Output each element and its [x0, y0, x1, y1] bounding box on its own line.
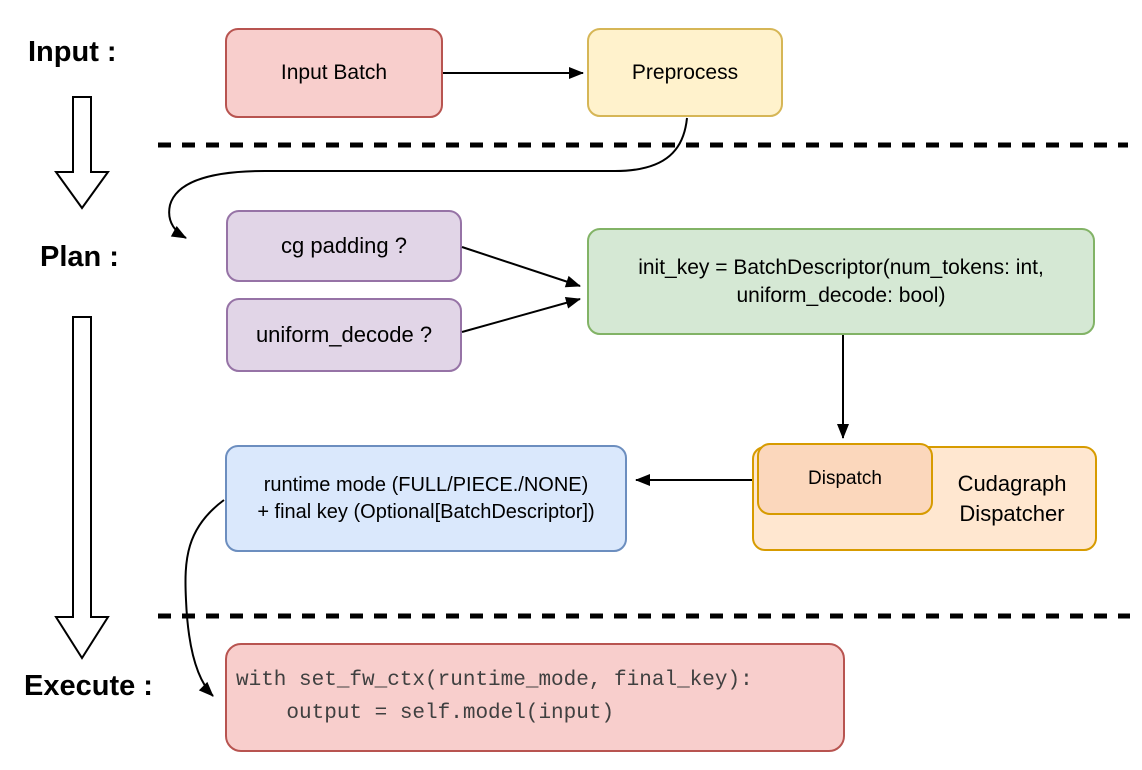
- connector-uniform-decode-to-init-key: [461, 296, 581, 333]
- node-preprocess: Preprocess: [587, 28, 783, 117]
- node-init-key: init_key = BatchDescriptor(num_tokens: i…: [587, 228, 1095, 335]
- section-label-input: Input :: [28, 36, 117, 68]
- flow-arrow-input-to-plan: [54, 96, 110, 210]
- node-dispatch: Dispatch: [757, 443, 933, 515]
- cudagraph-dispatcher-label: Cudagraph Dispatcher: [957, 471, 1067, 526]
- section-label-execute: Execute :: [24, 670, 153, 702]
- node-uniform-decode: uniform_decode ?: [226, 298, 462, 372]
- section-label-plan: Plan :: [40, 241, 119, 273]
- flow-arrow-plan-to-execute: [54, 316, 110, 660]
- connector-runtime-mode-to-execute-code: [184, 499, 225, 697]
- node-runtime-mode-final-key: runtime mode (FULL/PIECE./NONE) + final …: [225, 445, 627, 552]
- node-cg-padding: cg padding ?: [226, 210, 462, 282]
- node-input-batch: Input Batch: [225, 28, 443, 118]
- node-execute-code: with set_fw_ctx(runtime_mode, final_key)…: [225, 643, 845, 752]
- connector-cg-padding-to-init-key: [461, 246, 581, 288]
